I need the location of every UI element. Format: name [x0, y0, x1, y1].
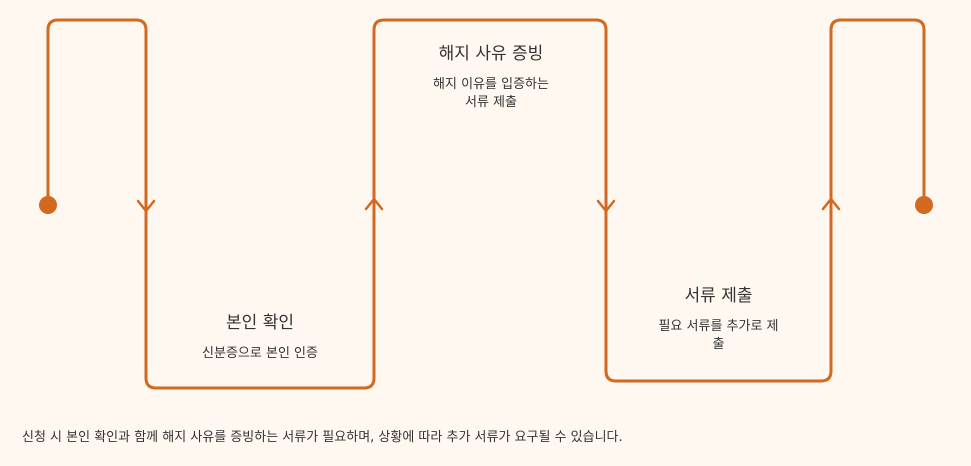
step-reason-proof: 해지 사유 증빙 해지 이유를 입증하는 서류 제출 [376, 42, 606, 112]
caption-text: 신청 시 본인 확인과 함께 해지 사유를 증빙하는 서류가 필요하며, 상황에… [22, 430, 623, 445]
end-dot [915, 196, 933, 214]
step-document-submission: 서류 제출 필요 서류를 추가로 제 출 [606, 284, 831, 354]
step-description: 해지 이유를 입증하는 서류 제출 [376, 76, 606, 112]
arrow-down-icon [136, 199, 156, 213]
arrow-down-icon [596, 199, 616, 213]
step-description-line: 출 [712, 337, 725, 352]
step-description-line: 해지 이유를 입증하는 [433, 77, 549, 92]
step-title: 본인 확인 [226, 313, 294, 333]
step-description: 신분증으로 본인 인증 [202, 346, 318, 361]
arrow-up-icon [821, 197, 841, 211]
step-identity-check: 본인 확인 신분증으로 본인 인증 [146, 311, 374, 363]
step-description-line: 서류 제출 [465, 95, 517, 110]
step-description: 필요 서류를 추가로 제 출 [606, 318, 831, 354]
step-title: 해지 사유 증빙 [438, 44, 544, 64]
step-title: 서류 제출 [684, 286, 753, 306]
step-description-line: 필요 서류를 추가로 제 [658, 319, 779, 334]
start-dot [39, 196, 57, 214]
arrow-up-icon [364, 197, 384, 211]
flow-line [46, 18, 926, 390]
